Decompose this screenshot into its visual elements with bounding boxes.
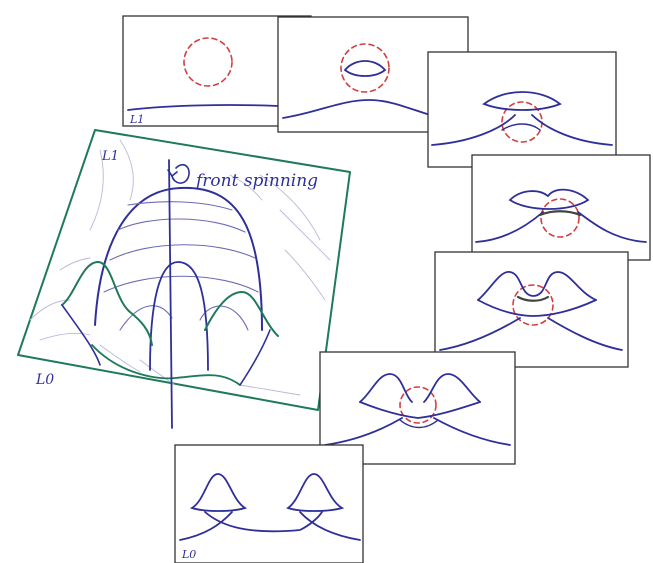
highlight-circle bbox=[512, 284, 554, 326]
surface-label-top: L1 bbox=[101, 149, 119, 164]
main-surface bbox=[17, 129, 351, 429]
left-lens bbox=[189, 473, 248, 512]
dome-contours bbox=[103, 201, 259, 331]
upper-wave bbox=[477, 271, 597, 301]
frame-5 bbox=[434, 251, 629, 368]
green-edge-left bbox=[61, 261, 153, 346]
frame-4 bbox=[471, 154, 651, 261]
rotation-arrow-icon bbox=[171, 163, 190, 184]
frame-label-last: L0 bbox=[181, 548, 196, 561]
lens bbox=[482, 91, 562, 111]
green-edge-right bbox=[204, 291, 279, 337]
rotation-axis bbox=[168, 159, 173, 429]
frame-label-first: L1 bbox=[129, 113, 144, 126]
highlight-circle bbox=[183, 37, 233, 87]
right-lens bbox=[285, 473, 345, 512]
inner-arch bbox=[149, 261, 209, 371]
small-lens bbox=[343, 60, 387, 77]
highlight-circle bbox=[540, 198, 580, 238]
curve bbox=[127, 104, 279, 111]
plane-hatching bbox=[29, 139, 331, 396]
axis-caption: front spinning bbox=[194, 171, 318, 191]
plane-outline bbox=[17, 129, 351, 411]
double-lens bbox=[508, 188, 590, 210]
frame-border bbox=[174, 444, 364, 563]
surface-label-bottom: L0 bbox=[35, 372, 54, 388]
frame-border bbox=[434, 251, 629, 368]
dome-outline bbox=[94, 186, 263, 331]
highlight-circle bbox=[399, 386, 437, 424]
highlight-circle bbox=[340, 43, 390, 93]
frame-7 bbox=[174, 444, 364, 563]
frame-3 bbox=[427, 51, 617, 168]
frame-border bbox=[471, 154, 651, 261]
green-edge-bottom bbox=[91, 344, 241, 386]
